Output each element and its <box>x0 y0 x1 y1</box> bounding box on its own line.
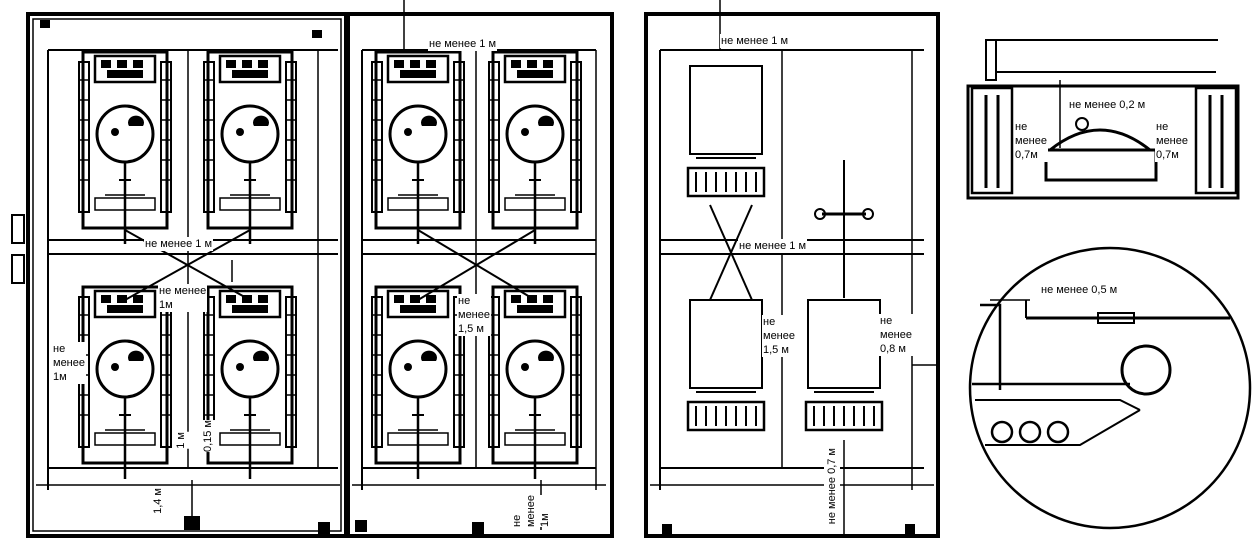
circle-top-clearance-label: не менее 0,5 м <box>1040 283 1119 297</box>
bay3-bottom-clearance-label: не менее 0,7 м <box>824 448 840 525</box>
bay3-top-clearance-label: не менее 1 м <box>720 34 790 48</box>
front-left-clearance-label: не менее 0,7м <box>1014 120 1048 162</box>
bay1-mid-clearance-label: не менее 1 м <box>144 237 214 251</box>
front-view-inset <box>966 39 1240 200</box>
bay3-mid-clearance-label: не менее 1 м <box>738 239 808 253</box>
bay-2 <box>346 0 614 538</box>
bay1-between-clearance-label: не менее 1м <box>158 284 208 312</box>
detail-circle-inset <box>968 246 1252 530</box>
bay2-bottom-clearance-label: не менее 1м <box>509 495 553 527</box>
front-right-clearance-label: не менее 0,7м <box>1155 120 1189 162</box>
front-top-clearance-label: не менее 0,2 м <box>1068 98 1147 112</box>
bay3-between-clearance-label: не менее 1,5 м <box>762 315 796 357</box>
bay1-left-clearance-label: не менее 1м <box>52 342 86 384</box>
bay2-between-clearance-label: не менее 1,5 м <box>457 294 491 336</box>
bay-3 <box>644 0 940 538</box>
bay1-14m-label: 1,4 м <box>150 488 166 514</box>
bay1-015m-label: 0,15 м <box>200 420 216 453</box>
bay1-1m-label: 1 м <box>173 432 189 449</box>
bay-1 <box>11 12 348 538</box>
bay2-top-clearance-label: не менее 1 м <box>428 37 498 51</box>
bay3-right-clearance-label: не менее 0,8 м <box>879 314 913 356</box>
